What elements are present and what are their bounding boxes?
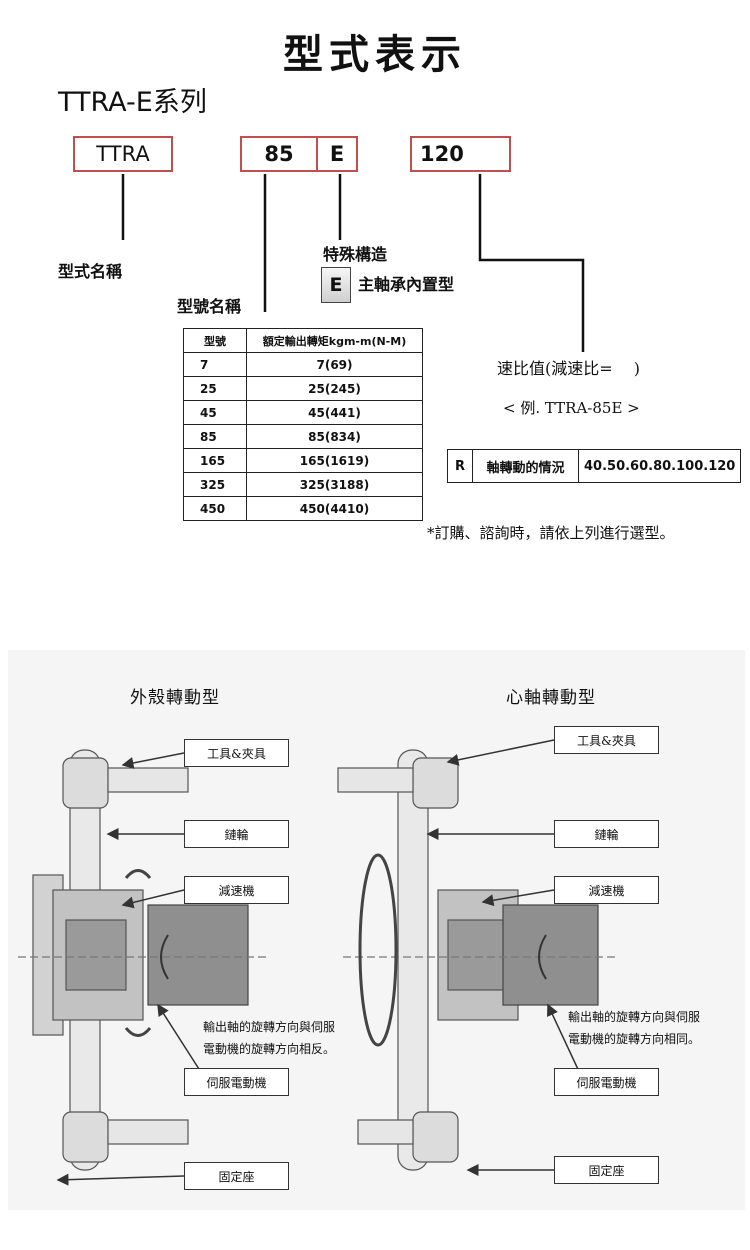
table-row: 7 7(69) — [183, 352, 423, 377]
left-top-bearing — [62, 757, 109, 809]
right-desc-1: 輸出軸的旋轉方向與伺服 — [568, 1010, 701, 1024]
right-callout-reducer: 減速機 — [554, 876, 659, 904]
left-desc-2: 電動機的旋轉方向相反。 — [203, 1042, 336, 1056]
left-rotate-arrow-top — [124, 869, 152, 879]
left-callout-reducer: 減速機 — [184, 876, 289, 904]
left-callout-base: 固定座 — [184, 1162, 289, 1190]
table-row: R 軸轉動的情況 40.50.60.80.100.120 — [447, 449, 742, 483]
table-row: 325 325(3188) — [183, 472, 423, 497]
cell-torque: 7(69) — [246, 352, 423, 377]
right-assembly — [337, 749, 618, 1171]
cell-torque: 25(245) — [246, 376, 423, 401]
cell-model: 165 — [183, 448, 247, 473]
right-title: 心軸轉動型 — [506, 688, 596, 708]
left-callout-tool: 工具&夾具 — [184, 739, 289, 767]
label-ratio: 速比值(減速比= ) — [497, 359, 640, 378]
code-box-ratio: 120 — [410, 136, 511, 172]
diagram-drawing — [18, 739, 618, 1186]
right-callout-base: 固定座 — [554, 1156, 659, 1184]
left-bottom-shaft — [107, 1119, 189, 1145]
right-chain-plate — [397, 749, 429, 1171]
code-box-size: 85 — [240, 136, 318, 172]
cell-model: 45 — [183, 400, 247, 425]
right-desc-2: 電動機的旋轉方向相同。 — [568, 1032, 701, 1046]
right-rotate-arrow — [358, 853, 398, 1047]
table-row: 450 450(4410) — [183, 496, 423, 521]
special-code-box: E — [321, 267, 351, 303]
callout-arrows — [56, 739, 584, 1186]
left-assembly — [18, 749, 268, 1171]
left-bottom-bearing — [62, 1111, 109, 1163]
left-top-shaft — [107, 767, 189, 793]
cell-model: 325 — [183, 472, 247, 497]
right-top-bearing — [412, 757, 459, 809]
left-callout-motor: 伺服電動機 — [184, 1068, 289, 1096]
cell-torque: 325(3188) — [246, 472, 423, 497]
left-desc-1: 輸出軸的旋轉方向與伺服 — [203, 1020, 336, 1034]
right-callout-motor: 伺服電動機 — [554, 1068, 659, 1096]
table-row: 25 25(245) — [183, 376, 423, 401]
cell-model: 7 — [183, 352, 247, 377]
rotation-diagram: 外殼轉動型 心軸轉動型 工具&夾具 鏈輪 減速機 輸出軸的旋轉方向與伺服 電動機… — [8, 650, 745, 1210]
leader-ratio — [478, 174, 585, 352]
right-callout-tool: 工具&夾具 — [554, 726, 659, 754]
ratio-values-cell: 40.50.60.80.100.120 — [577, 449, 742, 483]
label-special-desc: 主軸承內置型 — [358, 275, 455, 294]
right-motor-rotate-arrow — [538, 934, 547, 980]
cell-torque: 45(441) — [246, 400, 423, 425]
right-callout-sprocket: 鏈輪 — [554, 820, 659, 848]
left-rotate-arrow-bottom — [124, 1027, 152, 1037]
right-motor — [502, 904, 599, 1006]
left-motor-rotate-arrow — [160, 934, 169, 980]
cell-model: 25 — [183, 376, 247, 401]
code-box-model: TTRA — [73, 136, 173, 172]
ratio-table: R 軸轉動的情況 40.50.60.80.100.120 — [447, 449, 742, 483]
cell-torque: 85(834) — [246, 424, 423, 449]
leader-lines — [121, 174, 585, 352]
right-reducer-core — [447, 919, 509, 991]
left-title: 外殼轉動型 — [130, 688, 220, 708]
code-box-structure: E — [316, 136, 358, 172]
model-table-header: 型號 額定輸出轉矩kgm-m(N-M) — [183, 328, 423, 353]
ratio-code-cell: R — [447, 449, 473, 483]
ratio-desc-cell: 軸轉動的情況 — [472, 449, 579, 483]
label-model-name: 型式名稱 — [58, 262, 123, 281]
cell-model: 450 — [183, 496, 247, 521]
cell-torque: 450(4410) — [246, 496, 423, 521]
series-title: TTRA-E系列 — [58, 87, 207, 118]
header-model: 型號 — [183, 328, 247, 353]
left-callout-sprocket: 鏈輪 — [184, 820, 289, 848]
label-example: < 例. TTRA-85E > — [503, 399, 640, 417]
page-title: 型式表示 — [283, 31, 467, 78]
left-motor — [147, 904, 249, 1006]
header-torque: 額定輸出轉矩kgm-m(N-M) — [246, 328, 423, 353]
cell-model: 85 — [183, 424, 247, 449]
label-special: 特殊構造 — [323, 245, 388, 264]
order-note: *訂購、諮詢時，請依上列進行選型。 — [427, 524, 675, 542]
left-reducer-core — [65, 919, 127, 991]
table-row: 45 45(441) — [183, 400, 423, 425]
right-bottom-bearing — [412, 1111, 459, 1163]
right-top-shaft — [337, 767, 414, 793]
right-bottom-shaft — [357, 1119, 414, 1145]
table-row: 85 85(834) — [183, 424, 423, 449]
model-table: 型號 額定輸出轉矩kgm-m(N-M) 7 7(69) 25 25(245) 4… — [183, 328, 423, 521]
label-type-name: 型號名稱 — [177, 297, 242, 316]
cell-torque: 165(1619) — [246, 448, 423, 473]
table-row: 165 165(1619) — [183, 448, 423, 473]
